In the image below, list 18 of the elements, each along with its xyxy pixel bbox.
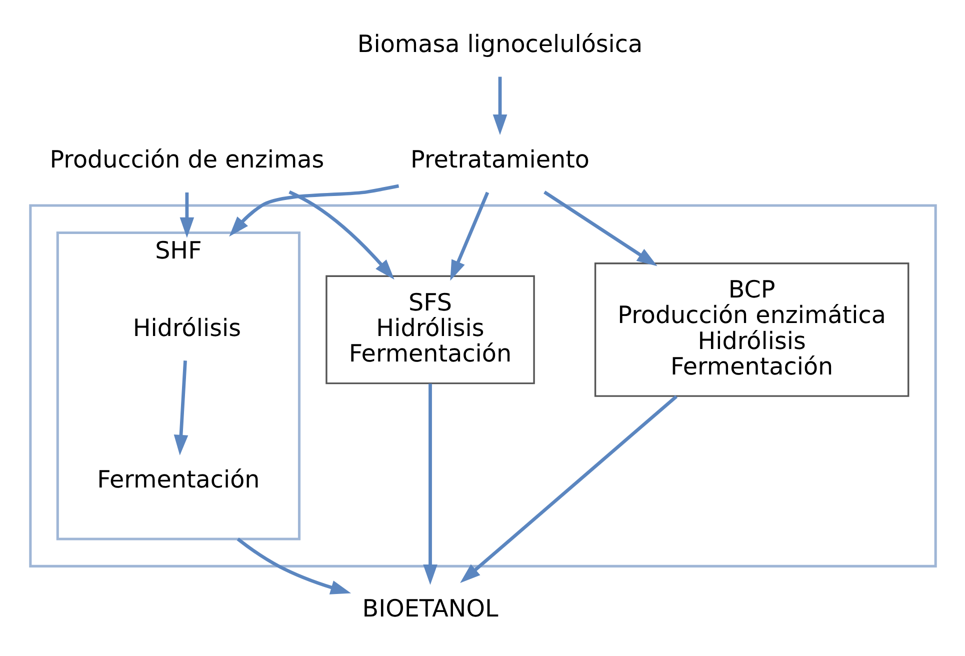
arrow [543,190,657,266]
node-box: SFS Hidrólisis Fermentación [325,275,534,384]
node-text: Pretratamiento [410,146,589,174]
node-box: BCP Producción enzimática Hidrólisis Fermentación [594,262,909,397]
arrow [288,190,394,280]
node-text: Fermentación [96,465,260,494]
arrow [236,538,351,594]
node-text: BIOETANOL [362,594,498,623]
arrow [179,192,194,238]
node-text: Producción de enzimas [49,146,324,174]
arrow [228,184,399,237]
node-text: Biomasa lignocelulósica [356,30,642,58]
arrow [460,395,678,584]
arrow [422,384,437,585]
arrow [492,76,507,136]
arrow [173,360,188,456]
arrow [450,192,489,281]
node-text: Hidrólisis [132,314,241,342]
